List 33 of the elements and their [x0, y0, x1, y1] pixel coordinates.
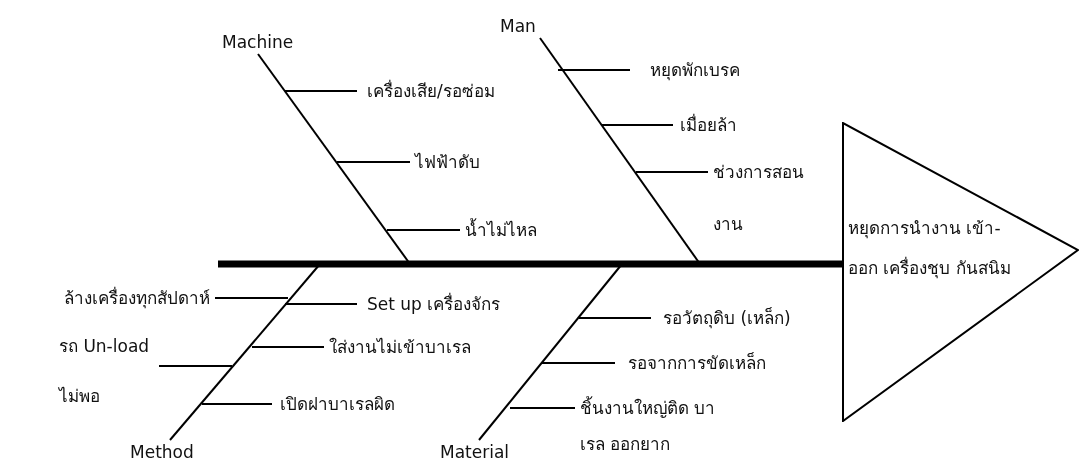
- bone-line: [635, 171, 709, 173]
- bone-line: [214, 297, 289, 299]
- cause-label: ช่วงการสอน งาน: [708, 146, 833, 250]
- cause-label: น้ำไม่ไหล: [460, 218, 570, 242]
- category-label: Method: [130, 440, 210, 464]
- cause-label: ล้างเครื่องทุกสัปดาห์: [0, 286, 215, 310]
- category-label: Man: [500, 14, 556, 38]
- bone-line: [578, 317, 652, 319]
- bone-line: [386, 229, 461, 231]
- bone-line: [541, 362, 616, 364]
- category-label: Material: [440, 440, 525, 464]
- cause-label: เมื่อยล้า: [673, 113, 768, 137]
- bone-line: [509, 407, 576, 409]
- category-label: Machine: [222, 30, 332, 54]
- bone-line: [284, 90, 358, 92]
- bone-line: [251, 346, 325, 348]
- cause-label: เปิดฝาบาเรลผิด: [272, 392, 427, 416]
- cause-label: หยุดพักเบรค: [630, 58, 780, 82]
- cause-label: เครื่องเสีย/รอซ่อม: [357, 79, 537, 103]
- cause-label: ไฟฟ้าดับ: [410, 150, 505, 174]
- cause-label: Set up เครื่องจักร: [357, 292, 537, 316]
- cause-label: รถ Un-load ไม่พอ: [50, 321, 159, 421]
- bone-line: [158, 365, 233, 367]
- bone-line: [201, 403, 273, 405]
- cause-label: ชิ้นงานใหญ่ติด บาเรล ออกยาก: [575, 390, 725, 462]
- bone-line: [600, 124, 674, 126]
- bone-line: [284, 303, 358, 305]
- cause-label: รอวัตถุดิบ (เหล็ก): [651, 306, 831, 330]
- bone-line: [557, 69, 631, 71]
- bone-line: [336, 161, 411, 163]
- cause-label: รอจากการขัดเหล็ก: [615, 351, 790, 375]
- cause-label: ใส่งานไม่เข้าบาเรล: [324, 335, 504, 359]
- effect-text: หยุดการนำงาน เข้า-ออก เครื่องชุบ กันสนิม: [848, 217, 1012, 281]
